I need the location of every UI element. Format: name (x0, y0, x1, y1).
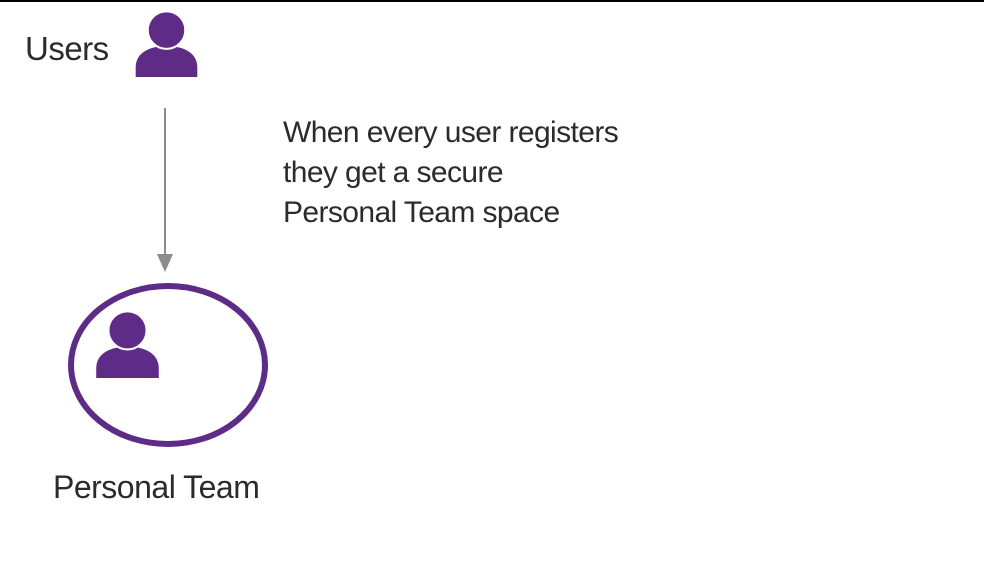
users-label: Users (25, 30, 109, 67)
user-icon-shape (134, 10, 199, 77)
annotation-line-2: they get a secure (283, 156, 504, 189)
ellipse-outline (68, 283, 268, 447)
arrow-head (157, 254, 173, 272)
arrow-down-icon (157, 108, 173, 272)
user-icon (95, 310, 160, 378)
user-icon (134, 10, 199, 77)
annotation-line-3: Personal Team space (283, 196, 560, 229)
personal-team-label: Personal Team (53, 469, 260, 505)
top-border-line (0, 0, 984, 2)
annotation-text: When every user registers they get a sec… (283, 113, 619, 233)
personal-team-ellipse (68, 283, 268, 447)
annotation-line-1: When every user registers (283, 116, 619, 149)
user-icon-shape (95, 310, 160, 378)
